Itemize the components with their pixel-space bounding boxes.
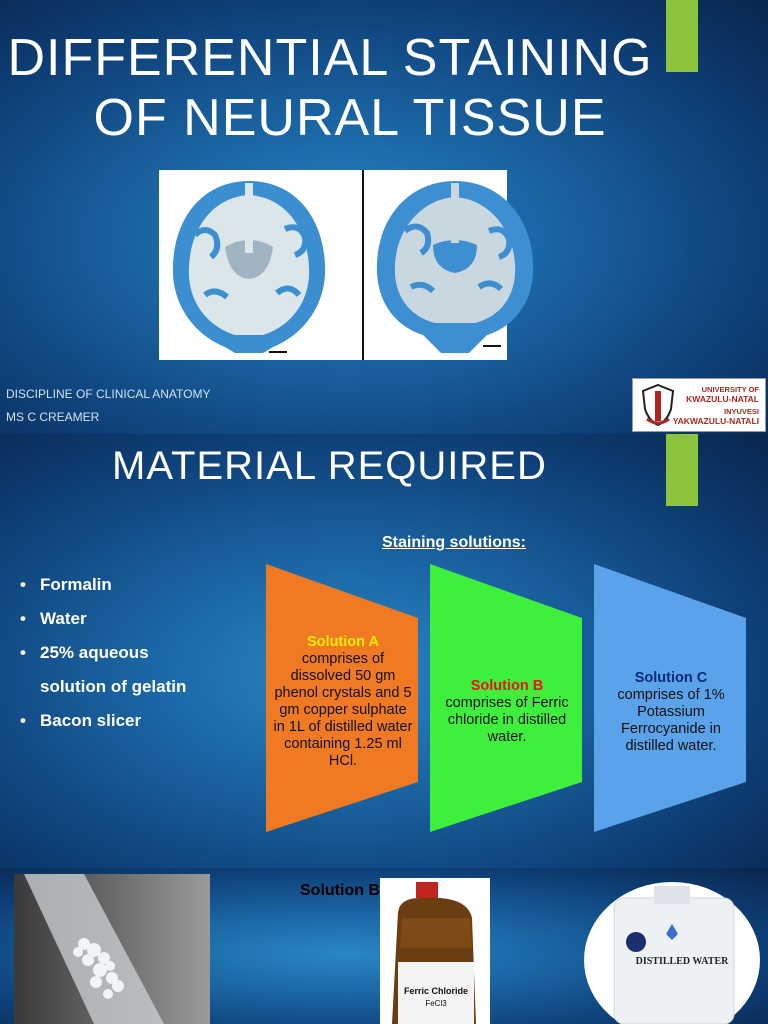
phenol-crystals-photo [14, 874, 210, 1024]
solution-b-box: Solution B comprises of Ferric chloride … [436, 678, 578, 746]
title-line-1: DIFFERENTIAL STAINING [7, 29, 653, 87]
ferric-chloride-bottle-photo: Ferric Chloride FeCl3 [380, 878, 490, 1024]
distilled-water-photo: DISTILLED WATER [584, 882, 760, 1024]
brain-section-right [376, 181, 534, 353]
shield-icon [641, 383, 675, 427]
solution-b-text: comprises of Ferric chloride in distille… [445, 695, 569, 745]
solution-c-text: comprises of 1% Potassium Ferrocyanide i… [617, 687, 725, 754]
staining-solutions-heading: Staining solutions: [382, 534, 526, 551]
slide-title: DIFFERENTIAL STAINING OF NEURAL TISSUE [0, 28, 660, 148]
solution-a-name: Solution A [307, 634, 379, 650]
logo-line-3: INYUVESI [723, 407, 759, 416]
accent-bar [666, 434, 698, 506]
list-item: Bacon slicer [20, 704, 186, 738]
brain-section-left [172, 181, 326, 353]
solution-b-shape [430, 564, 582, 832]
title-slide: DIFFERENTIAL STAINING OF NEURAL TISSUE D… [0, 0, 768, 434]
bottle-label: Ferric Chloride [404, 986, 468, 996]
list-item: solution of gelatin [40, 677, 187, 696]
solution-a-text: comprises of dissolved 50 gm phenol crys… [273, 651, 413, 769]
discipline-text: DISCIPLINE OF CLINICAL ANATOMY [6, 387, 211, 401]
presenter-name: MS C CREAMER [6, 410, 100, 424]
solution-b-label: Solution B [300, 882, 380, 899]
university-logo: UNIVERSITY OF KWAZULU-NATAL INYUVESI YAK… [632, 378, 766, 432]
solution-c-shape [594, 564, 746, 832]
image-divider [362, 170, 364, 360]
solution-a-shape [266, 564, 418, 832]
solutions-photos-slide: Solution B Ferric Chloride FeCl3 DISTILL… [0, 868, 768, 1024]
solution-c-box: Solution C comprises of 1% Potassium Fer… [598, 670, 744, 755]
materials-list: Formalin Water 25% aqueous solution of g… [20, 568, 186, 738]
materials-slide: MATERIAL REQUIRED Staining solutions: Fo… [0, 434, 768, 868]
solution-b-name: Solution B [470, 678, 544, 694]
bottle-formula: FeCl3 [425, 999, 447, 1008]
slide-title: MATERIAL REQUIRED [112, 444, 547, 488]
brain-sections-image [159, 170, 534, 360]
solution-a-box: Solution A comprises of dissolved 50 gm … [272, 634, 414, 770]
logo-line-1: UNIVERSITY OF [701, 385, 759, 394]
water-label: DISTILLED WATER [636, 956, 729, 967]
accent-bar [666, 0, 698, 72]
list-item: 25% aqueous [20, 636, 186, 670]
solution-c-name: Solution C [634, 670, 708, 686]
logo-line-4: YAKWAZULU-NATALI [672, 416, 759, 426]
title-line-2: OF NEURAL TISSUE [93, 89, 607, 147]
list-item: Formalin [20, 568, 186, 602]
list-item: Water [20, 602, 186, 636]
logo-line-2: KWAZULU-NATAL [686, 394, 759, 404]
